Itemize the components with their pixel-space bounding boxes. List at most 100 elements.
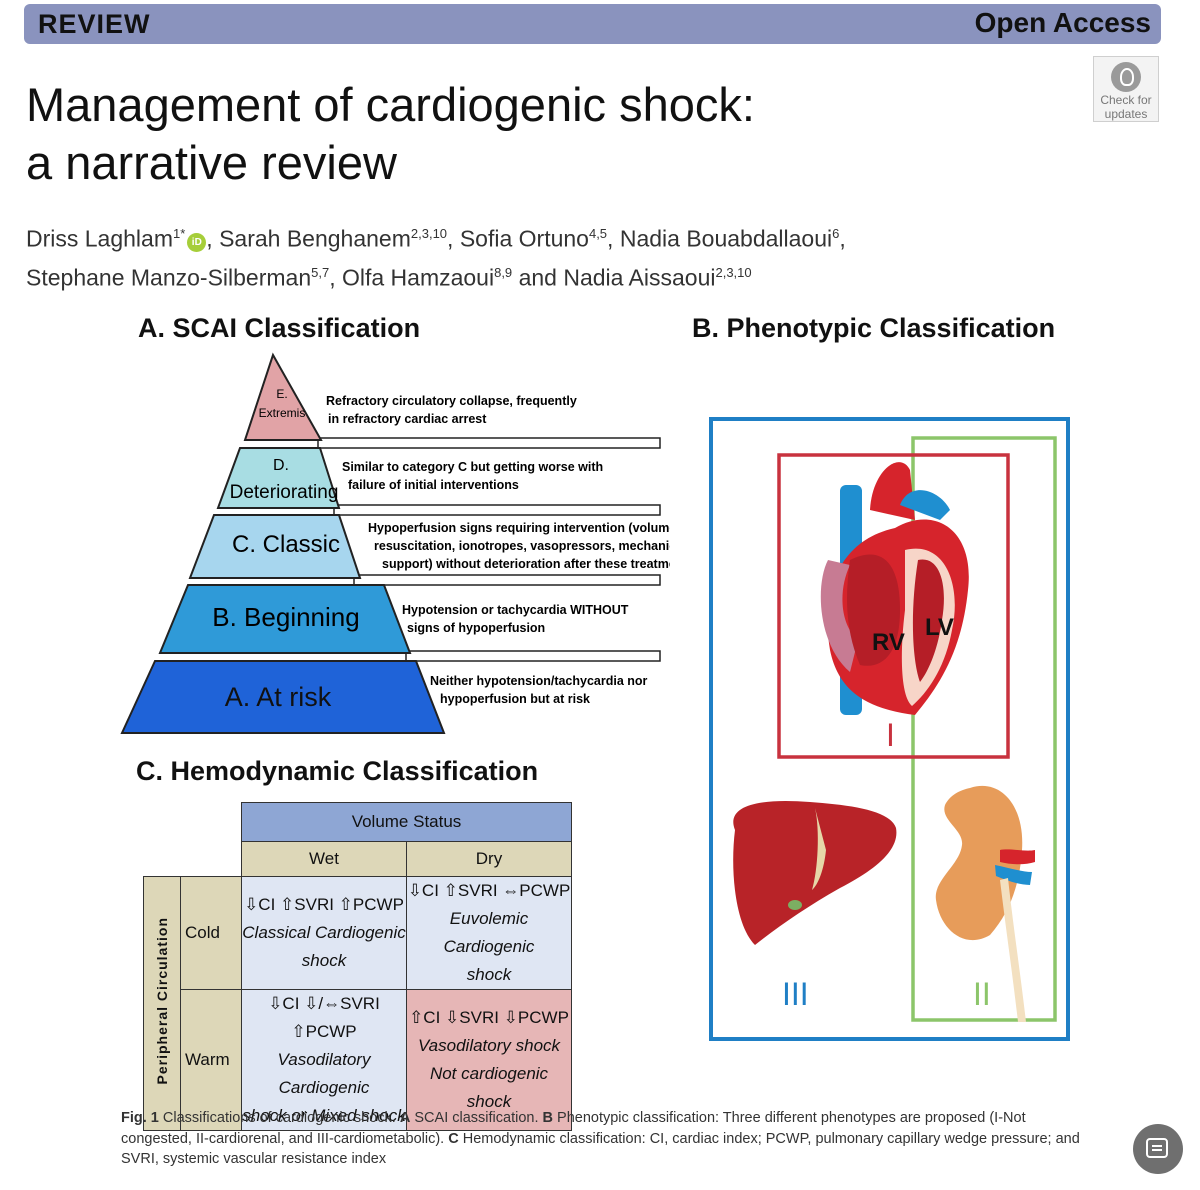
phenotype-outer-box bbox=[709, 417, 1070, 1041]
author-name[interactable]: Olfa Hamzaoui bbox=[341, 264, 495, 291]
scai-pyramid: E. Extremis D. Deteriorating C. Classic … bbox=[120, 352, 670, 734]
caption-text: Classifications of cardiogenic shock. bbox=[162, 1110, 396, 1126]
open-access-label: Open Access bbox=[974, 7, 1151, 38]
orcid-icon[interactable]: iD bbox=[187, 232, 207, 252]
lv-label: LV bbox=[925, 614, 954, 641]
author-affiliation: 2,3,10 bbox=[410, 226, 448, 241]
article-type-banner: REVIEW Open Access bbox=[24, 4, 1161, 44]
caption-b: B bbox=[542, 1110, 553, 1126]
cold-dry-line2: shock bbox=[466, 965, 512, 984]
author-conjunction: and bbox=[518, 264, 557, 291]
author-affiliation: 8,9 bbox=[494, 264, 513, 280]
check-for-updates-button[interactable]: Check for updates bbox=[1093, 56, 1159, 122]
caption-text: Hemodynamic classification: CI, cardiac … bbox=[121, 1130, 1080, 1168]
author-affiliation: 6 bbox=[832, 226, 840, 241]
not-congested-box bbox=[777, 453, 1010, 759]
level-divider-bar bbox=[333, 504, 661, 516]
caption-text: SCAI classification. bbox=[414, 1110, 539, 1126]
level-e-label-2: Extremis bbox=[259, 406, 306, 420]
caption-c: C bbox=[448, 1130, 459, 1147]
panel-c-title: C. Hemodynamic Classification bbox=[136, 756, 539, 786]
level-divider-bar bbox=[405, 650, 661, 662]
phenotype-iii-label: III bbox=[782, 976, 809, 1012]
level-b-desc-1: Hypotension or tachycardia WITHOUT bbox=[402, 603, 629, 617]
check-for-updates-line2: updates bbox=[1104, 107, 1148, 121]
author-affiliation: 2,3,10 bbox=[715, 264, 752, 280]
warm-wet-line2: shock or Mixed shock bbox=[242, 1106, 406, 1125]
panel-b-title: B. Phenotypic Classification bbox=[692, 313, 1056, 343]
warm-wet-line1: Vasodilatory Cardiogenic bbox=[277, 1050, 371, 1097]
review-label: REVIEW bbox=[38, 9, 151, 39]
cold-dry-cell: ⇩CI ⇧SVRI ⇔PCWP Euvolemic Cardiogenic sh… bbox=[406, 876, 572, 990]
liver-illustration bbox=[733, 800, 897, 945]
hemodynamic-table: Volume Status Wet Dry Peripheral Circula… bbox=[143, 802, 572, 1131]
author-name[interactable]: Nadia Bouabdallaoui bbox=[619, 225, 833, 252]
volume-status-header: Volume Status bbox=[241, 802, 572, 842]
check-for-updates-line1: Check for bbox=[1100, 93, 1152, 107]
level-d-label-2: Deteriorating bbox=[230, 482, 339, 503]
level-c-desc-3: support) without deterioration after the… bbox=[382, 557, 670, 571]
level-d-shape bbox=[216, 447, 341, 509]
cold-wet-line1: Classical Cardiogenic bbox=[242, 923, 406, 942]
level-c-label: C. Classic bbox=[232, 531, 340, 558]
author-list: Driss Laghlam1*iD, Sarah Benghanem2,3,10… bbox=[26, 225, 846, 291]
warm-dry-line2: Not cardiogenic shock bbox=[429, 1064, 549, 1111]
author-affiliation: 4,5 bbox=[588, 226, 608, 241]
level-c-shape bbox=[188, 514, 362, 579]
cardiorenal-box bbox=[911, 436, 1057, 1022]
wet-header: Wet bbox=[241, 841, 407, 877]
author-name[interactable]: Driss Laghlam bbox=[26, 225, 173, 252]
level-c-desc-2: resuscitation, ionotropes, vasopressors,… bbox=[374, 539, 670, 553]
warm-dry-cell: ⇧CI ⇩SVRI ⇩PCWP Vasodilatory shock Not c… bbox=[406, 989, 572, 1131]
level-e-shape bbox=[243, 352, 323, 441]
text-scan-icon bbox=[1146, 1138, 1168, 1158]
author-name[interactable]: Nadia Aissaoui bbox=[563, 264, 716, 291]
author-name[interactable]: Stephane Manzo-Silberman bbox=[26, 264, 312, 291]
text-scan-button[interactable] bbox=[1133, 1124, 1183, 1174]
author-affiliation: 1* bbox=[173, 226, 186, 241]
level-d-label-1: D. bbox=[273, 457, 289, 474]
cold-wet-indices: ⇩CI ⇧SVRI ⇧PCWP bbox=[244, 895, 404, 914]
level-d-desc-2: failure of initial interventions bbox=[348, 478, 519, 492]
panel-a-title: A. SCAI Classification bbox=[138, 313, 421, 343]
kidney-illustration bbox=[935, 785, 1035, 1022]
level-a-desc-2: hypoperfusion but at risk bbox=[440, 692, 590, 706]
cold-wet-line2: shock bbox=[301, 951, 347, 970]
cold-dry-line1: Euvolemic Cardiogenic bbox=[443, 909, 535, 956]
figure-caption: Fig. 1 Classifications of cardiogenic sh… bbox=[121, 1108, 1081, 1170]
level-b-label: B. Beginning bbox=[212, 602, 359, 632]
warm-wet-cell: ⇩CI ⇩/⇔SVRI ⇧PCWP Vasodilatory Cardiogen… bbox=[241, 989, 407, 1131]
level-divider-bar bbox=[353, 574, 661, 586]
cold-dry-indices: ⇩CI ⇧SVRI ⇔PCWP bbox=[407, 881, 571, 900]
level-b-shape bbox=[158, 584, 412, 654]
caption-a: A bbox=[399, 1110, 411, 1126]
author-name[interactable]: Sarah Benghanem bbox=[219, 225, 411, 252]
figure-label: Fig. 1 bbox=[121, 1110, 159, 1126]
level-e-desc-2: in refractory cardiac arrest bbox=[328, 412, 487, 426]
level-a-label: A. At risk bbox=[225, 682, 332, 712]
level-a-desc-1: Neither hypotension/tachycardia nor bbox=[430, 674, 648, 688]
phenotype-diagram: RV LV I III II bbox=[709, 417, 1070, 1041]
phenotype-i-label: I bbox=[886, 717, 895, 753]
level-e-label-1: E. bbox=[276, 387, 287, 401]
author-name[interactable]: Sofia Ortuno bbox=[459, 225, 589, 252]
peripheral-circulation-header: Peripheral Circulation bbox=[143, 876, 181, 1131]
heart-illustration bbox=[820, 462, 969, 715]
cold-wet-cell: ⇩CI ⇧SVRI ⇧PCWP Classical Cardiogenic sh… bbox=[241, 876, 407, 990]
level-c-desc-1: Hypoperfusion signs requiring interventi… bbox=[368, 521, 670, 535]
warm-wet-indices: ⇩CI ⇩/⇔SVRI ⇧PCWP bbox=[268, 994, 380, 1041]
dry-header: Dry bbox=[406, 841, 572, 877]
author-affiliation: 5,7 bbox=[311, 264, 330, 280]
title-line-2: a narrative review bbox=[26, 136, 397, 189]
rv-label: RV bbox=[872, 629, 905, 656]
level-divider-bar bbox=[317, 437, 661, 449]
level-e-desc-1: Refractory circulatory collapse, frequen… bbox=[326, 394, 577, 408]
warm-row-header: Warm bbox=[180, 989, 242, 1131]
phenotype-ii-label: II bbox=[973, 976, 991, 1012]
warm-dry-line1: Vasodilatory shock bbox=[417, 1036, 561, 1055]
cold-row-header: Cold bbox=[180, 876, 242, 990]
level-d-desc-1: Similar to category C but getting worse … bbox=[342, 460, 603, 474]
warm-dry-indices: ⇧CI ⇩SVRI ⇩PCWP bbox=[409, 1008, 569, 1027]
level-a-shape bbox=[120, 660, 446, 734]
bookmark-icon bbox=[1111, 62, 1141, 92]
